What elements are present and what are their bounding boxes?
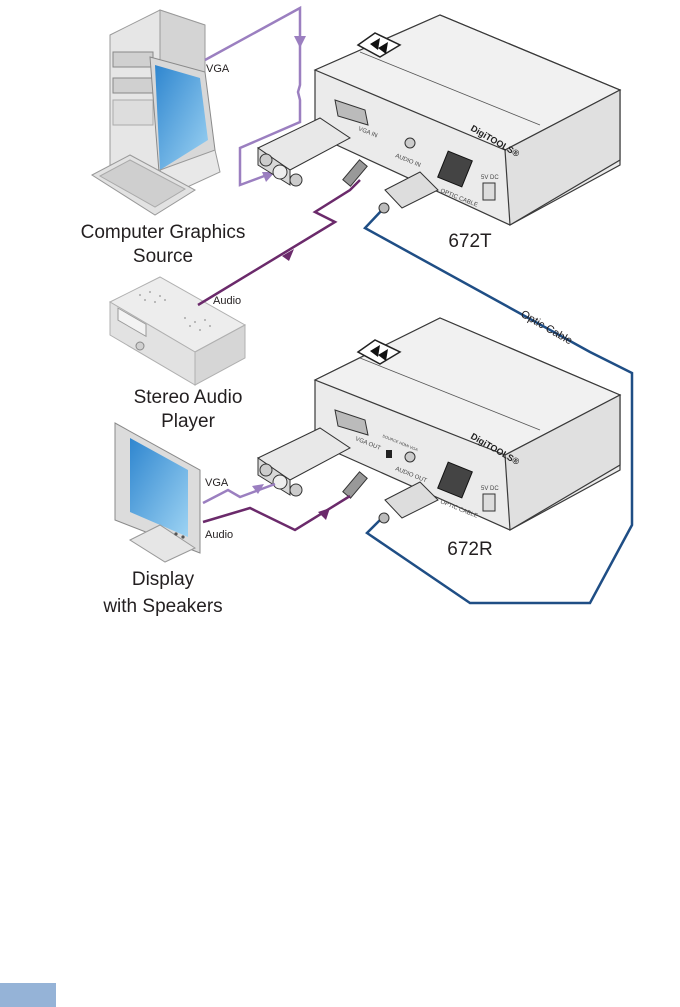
audio-plug-icon [343,472,367,498]
receiver-672r: DigiTOOLS® VGA OUT SOURCE HDMI VGA AUDIO… [315,318,620,530]
vga-connector-icon [258,118,350,186]
display-icon [115,423,200,562]
port-5vdc: 5V DC [481,175,499,181]
optic-cable-label: Optic Cable [519,308,575,347]
audio-in-port-icon [405,138,415,148]
display-label-line2: with Speakers [102,596,222,617]
audio-player-icon [110,277,245,385]
computer-label-line1: Computer Graphics [81,222,246,243]
computer-icon [92,10,220,215]
port-5vdc-r: 5V DC [481,486,499,492]
transmitter-model-label: 672T [448,231,492,252]
audio-plug-icon [343,160,367,186]
computer-label-line2: Source [133,246,193,267]
display-label-line1: Display [132,569,195,590]
dc-port-icon [483,183,495,200]
audio-player-label-line2: Player [161,411,216,432]
transmitter-672t: DigiTOOLS® VGA IN AUDIO IN OPTIC CABLE 5… [315,15,620,225]
vga-out-cable-label: VGA [205,477,229,489]
vga-in-arrow-icon [294,36,306,48]
receiver-model-label: 672R [447,539,492,560]
audio-out-cable-label: Audio [205,529,233,541]
page-tab [0,983,56,1007]
vga-in-cable-label: VGA [206,63,230,75]
dc-port-icon [483,494,495,511]
source-switch [386,450,392,458]
audio-in-cable-label: Audio [213,295,241,307]
audio-player-label-line1: Stereo Audio [134,387,243,408]
audio-out-port-icon [405,452,415,462]
